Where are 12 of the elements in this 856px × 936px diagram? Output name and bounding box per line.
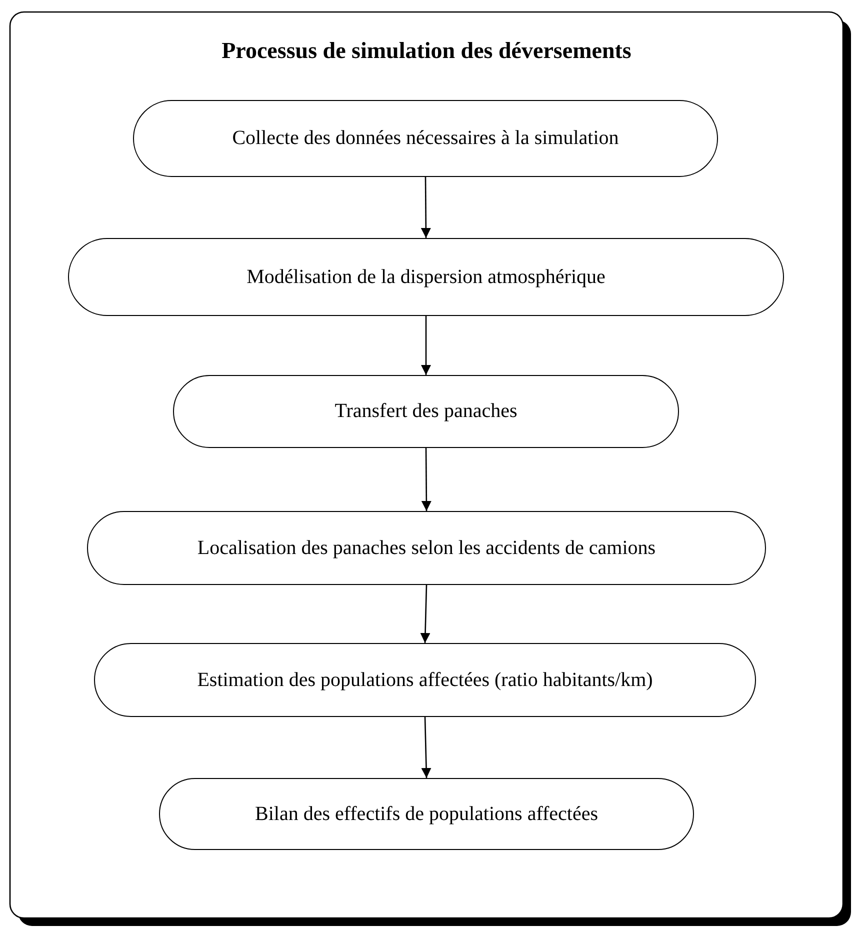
process-stadium: Estimation des populations affectées (ratio habitants/km): [94, 643, 756, 717]
arrow: [421, 448, 432, 511]
diagram-title: Processus de simulation des déversements: [220, 38, 632, 64]
arrow: [421, 316, 431, 375]
arrow: [420, 177, 431, 238]
arrow: [421, 716, 432, 778]
process-stadium: Transfert des panaches: [173, 375, 679, 448]
process-stadium: Localisation des panaches selon les accidents de camions: [87, 511, 766, 585]
process-stadium: Bilan des effectifs de populations affectées: [159, 778, 694, 850]
process-stadium: Collecte des données nécessaires à la simulation: [133, 100, 718, 177]
process-stadium: Modélisation de la dispersion atmosphérique: [68, 238, 784, 316]
arrow: [420, 584, 430, 644]
